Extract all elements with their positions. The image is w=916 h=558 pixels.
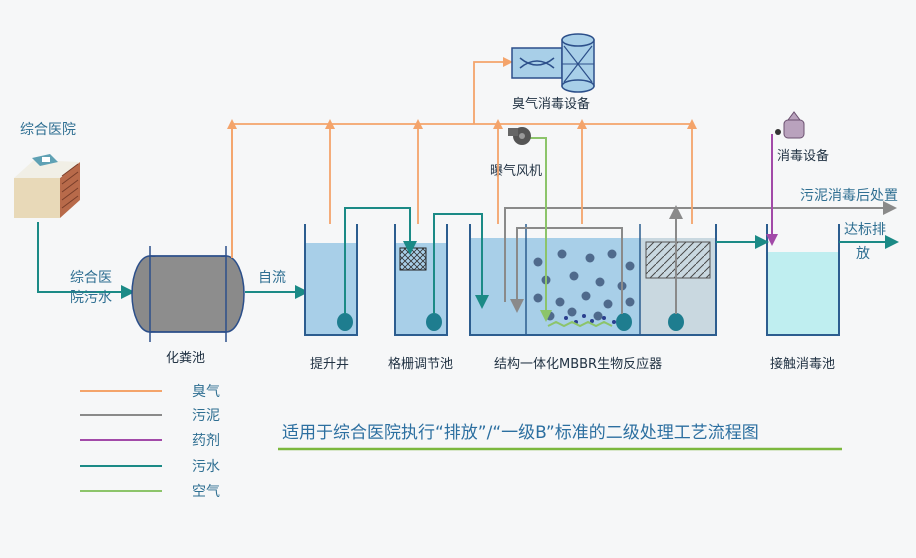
- septic-tank: [131, 246, 245, 342]
- hospital-sewage-line: [37, 222, 135, 299]
- grid-pump-icon: [426, 313, 442, 331]
- bar-screen-icon: [399, 247, 427, 271]
- settler-pump-icon: [668, 313, 684, 331]
- lift-well: [304, 224, 358, 336]
- grid-tank-label: 格栅调节池: [388, 356, 453, 372]
- hospital-sewage-label-1: 综合医: [70, 270, 112, 286]
- discharge-label-1: 达标排: [844, 222, 886, 238]
- discharge-label-2: 放: [856, 246, 870, 262]
- air-diffuser: [547, 320, 613, 328]
- gravity-flow-label: 自流: [258, 270, 286, 286]
- inclined-tube-settler: [645, 241, 711, 279]
- sludge-out-label: 污泥消毒后处置: [800, 188, 898, 204]
- legend-label-chemical: 药剂: [192, 433, 220, 449]
- deodorizer-label: 臭气消毒设备: [512, 96, 590, 112]
- aeration-fan-label: 曝气风机: [490, 163, 542, 179]
- disinfection-equipment-icon: [775, 111, 805, 139]
- septic-tank-label: 化粪池: [166, 351, 205, 366]
- legend-label-sewage: 污水: [192, 459, 220, 475]
- hospital-label: 综合医院: [20, 122, 76, 138]
- hospital-building-icon: [14, 154, 80, 218]
- mbbr-reactor: [469, 224, 717, 336]
- legend-label-air: 空气: [192, 484, 220, 500]
- mbbr-pump-icon: [616, 313, 632, 331]
- aeration-fan-icon: [508, 127, 531, 145]
- legend: 臭气 污泥 药剂 污水 空气: [80, 384, 220, 500]
- odor-lines: [227, 57, 697, 258]
- diagram-caption: 适用于综合医院执行“排放”/“一级B”标准的二级处理工艺流程图: [282, 423, 759, 443]
- legend-label-odor: 臭气: [192, 384, 220, 400]
- disinfection-equipment-label: 消毒设备: [777, 148, 829, 164]
- legend-label-sludge: 污泥: [192, 408, 220, 424]
- contact-disinfection-tank: [766, 224, 840, 336]
- grid-regulating-tank: [394, 224, 448, 336]
- lift-well-label: 提升井: [310, 356, 349, 372]
- lift-pump-icon: [337, 313, 353, 331]
- sludge-lines: [504, 201, 897, 314]
- deodorizer-equipment-icon: [511, 33, 595, 93]
- hospital-sewage-label-2: 院污水: [70, 290, 112, 306]
- mbbr-label: 结构一体化MBBR生物反应器: [494, 356, 662, 372]
- sewage-flow-lines: [344, 207, 899, 314]
- air-line: [528, 137, 552, 322]
- contact-tank-label: 接触消毒池: [770, 356, 835, 372]
- aeration-bubbles: [564, 314, 616, 324]
